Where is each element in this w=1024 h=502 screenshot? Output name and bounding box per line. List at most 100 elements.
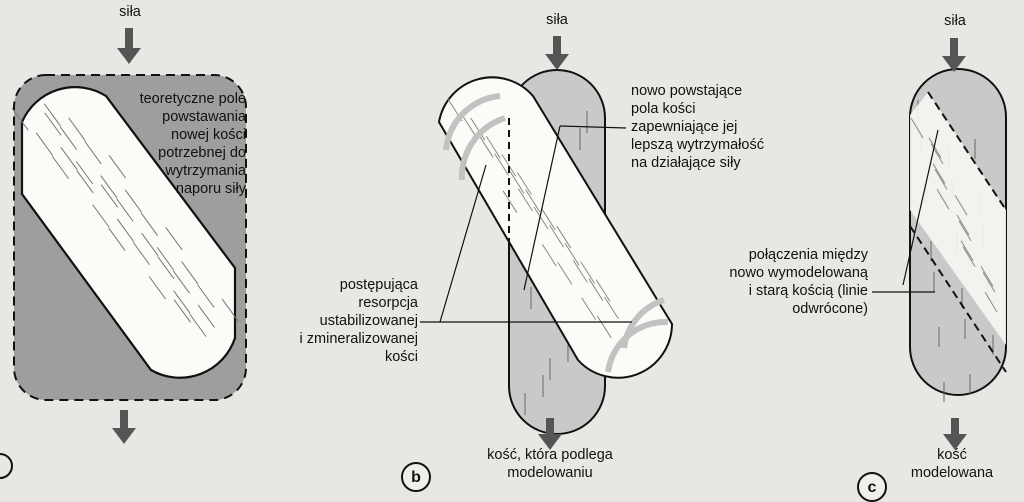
texture-stroke	[197, 304, 215, 328]
texture-stroke	[148, 276, 166, 300]
label-line: nowej kości	[171, 127, 246, 143]
texture-stroke	[928, 137, 942, 159]
label-line: resorpcja	[358, 295, 418, 311]
force-label-c: siła	[944, 13, 966, 29]
texture-stroke	[140, 212, 158, 236]
texture-stroke	[108, 155, 126, 179]
texture-stroke	[962, 246, 976, 267]
force-arrow-top	[545, 36, 569, 70]
texture-stroke	[68, 117, 86, 141]
label-line: kość	[937, 447, 967, 463]
force-label-b: siła	[546, 12, 568, 28]
label-line: modelowaniu	[507, 465, 593, 481]
texture-stroke	[580, 261, 596, 284]
texture-stroke	[549, 224, 564, 248]
label-line: nowo wymodelowaną	[729, 265, 868, 281]
texture-stroke	[11, 107, 29, 131]
texture-stroke	[141, 232, 159, 256]
texture-stroke	[44, 112, 62, 136]
texture-stroke	[197, 284, 215, 308]
texture-stroke	[165, 227, 183, 251]
texture-stroke	[494, 153, 510, 176]
texture-stroke	[157, 256, 175, 280]
label-line: połączenia między	[748, 247, 868, 263]
texture-stroke	[509, 171, 525, 194]
texture-stroke	[936, 189, 950, 210]
reversal-lines-label: połączenia między nowo wymodelowaną i st…	[700, 246, 868, 318]
modeling-bone-label: kość, która podlega modelowaniu	[470, 446, 630, 482]
texture-stroke	[478, 135, 494, 158]
texture-stroke	[76, 170, 94, 194]
bone-a	[20, 86, 237, 379]
label-line: postępująca	[339, 277, 418, 293]
texture-stroke	[100, 175, 118, 199]
texture-stroke	[108, 227, 126, 251]
texture-stroke	[518, 188, 533, 212]
label-line: pola kości	[631, 101, 696, 117]
resorption-label: postępująca resorpcja ustabilizowanej i …	[270, 276, 418, 366]
panel-b	[420, 36, 674, 450]
texture-stroke	[581, 297, 597, 321]
label-line: kość, która podlega	[487, 447, 613, 463]
force-arrow-bottom	[538, 418, 562, 450]
texture-stroke	[43, 103, 61, 127]
force-arrow-top	[117, 28, 141, 64]
texture-stroke	[934, 169, 948, 190]
label-line: wytrzymania	[165, 163, 246, 179]
label-line: nowo powstające	[631, 83, 743, 99]
texture-stroke	[556, 225, 572, 249]
texture-stroke	[958, 220, 972, 242]
reversal-line-lower	[909, 225, 1007, 373]
label-line: teoretyczne pole	[139, 91, 246, 107]
resorption-bands	[443, 93, 669, 373]
texture-stroke	[980, 266, 994, 287]
texture-stroke	[470, 117, 486, 141]
texture-stroke	[541, 243, 557, 267]
texture-stroke	[516, 172, 532, 195]
texture-stroke	[932, 163, 946, 184]
texture-stroke	[930, 143, 944, 164]
label-line: naporu siły	[175, 181, 246, 197]
texture-stroke	[956, 214, 970, 236]
panel-b-marker: b	[401, 462, 431, 492]
panel-a	[0, 28, 247, 479]
texture-stroke	[173, 290, 191, 314]
texture-stroke	[172, 270, 190, 294]
texture-stroke	[59, 126, 77, 150]
label-line: lepszą wytrzymałość	[631, 137, 764, 153]
label-line: na działające siły	[631, 155, 741, 171]
panel-c	[872, 38, 1007, 450]
label-line: powstawania	[162, 109, 246, 125]
force-arrow-bottom	[112, 410, 136, 444]
texture-stroke	[596, 315, 612, 339]
texture-stroke	[604, 296, 619, 320]
texture-stroke	[954, 194, 968, 216]
label-line: potrzebnej do	[158, 145, 246, 161]
texture-stroke	[501, 154, 517, 177]
reversal-line-upper	[927, 91, 1007, 211]
texture-stroke	[502, 190, 518, 213]
texture-stroke	[173, 299, 191, 323]
texture-stroke	[982, 272, 996, 293]
new-bone-fields-label: nowo powstające pola kości zapewniające …	[631, 82, 801, 172]
label-line: i zmineralizowanej	[299, 331, 418, 347]
texture-stroke	[124, 189, 142, 213]
label-line: ustabilizowanej	[319, 313, 418, 329]
texture-stroke	[132, 241, 150, 265]
texture-stroke	[595, 279, 611, 302]
label-line: i starą kością (linie	[748, 283, 868, 299]
texture-stroke	[181, 261, 199, 285]
texture-stroke	[116, 218, 134, 242]
texture-stroke	[75, 161, 93, 185]
texture-stroke	[910, 117, 924, 139]
texture-stroke	[588, 278, 604, 301]
texture-stroke	[156, 247, 174, 271]
texture-stroke	[485, 135, 501, 159]
texture-stroke	[100, 184, 118, 208]
label-line: odwrócone)	[792, 301, 868, 317]
texture-stroke	[189, 313, 207, 337]
force-arrow-bottom	[943, 418, 967, 450]
label-line: kości	[384, 349, 418, 365]
force-label-a: siła	[119, 4, 141, 20]
